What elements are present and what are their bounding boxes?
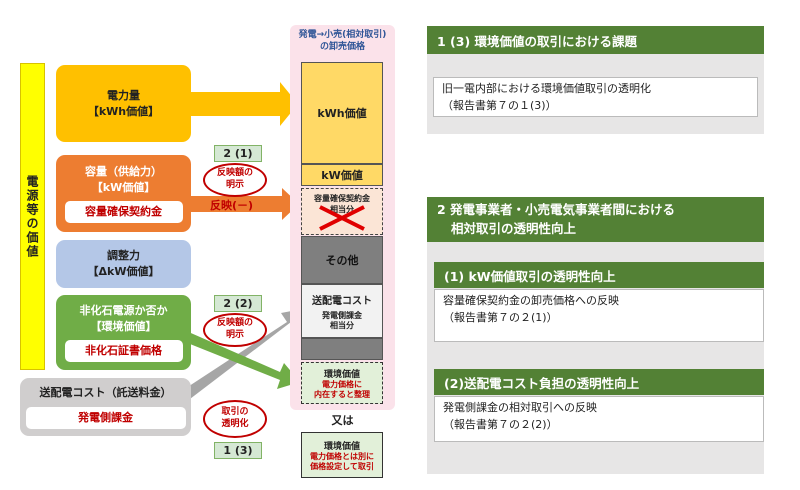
section2-title-line2: 相対取引の透明性向上 bbox=[451, 220, 577, 236]
env-arrow bbox=[180, 330, 300, 389]
segment-tx-sub-line1: 発電側課金 bbox=[322, 310, 362, 320]
oval-3-line2: 透明化 bbox=[221, 419, 249, 429]
segment-env-red-line2: 内在すると整理 bbox=[314, 389, 370, 399]
adjust-value-box: 調整力 【ΔkW価値】 bbox=[56, 240, 191, 288]
sub2-line2: （報告書第７の２(2)） bbox=[443, 417, 558, 431]
segment-tx-sub-line2: 相当分 bbox=[330, 320, 354, 330]
power-value-label: 電源等の価値 bbox=[20, 63, 45, 370]
env-pill: 非化石証書価格 bbox=[64, 340, 183, 363]
capacity-arrow bbox=[190, 188, 299, 220]
oval-transparency: 取引の 透明化 bbox=[203, 400, 267, 438]
segment-other: その他 bbox=[301, 236, 383, 284]
oval-3-line1: 取引の bbox=[221, 407, 249, 418]
section2-title: 2 発電事業者・小売電気事業者間における 相対取引の透明性向上 bbox=[427, 197, 764, 242]
env-label: 非化石電源か否か bbox=[79, 303, 168, 317]
segment-env-separate: 環境価値 電力価格とは別に 価格設定して取引 bbox=[301, 432, 383, 478]
segment-capacity: 容量確保契約金 相当分 bbox=[301, 188, 383, 235]
segment-kwh: kWh価値 bbox=[301, 62, 383, 164]
segment-kw: kW価値 bbox=[301, 164, 383, 186]
cross-mark-icon bbox=[319, 205, 365, 231]
oval-1-line2: 明示 bbox=[225, 180, 244, 190]
adjust-sub: 【ΔkW価値】 bbox=[87, 265, 160, 278]
or-label: 又は bbox=[331, 414, 354, 427]
kwh-label: 電力量 bbox=[107, 88, 140, 102]
segment-gray bbox=[301, 338, 383, 360]
sub1-line1: 容量確保契約金の卸売価格への反映 bbox=[443, 294, 619, 307]
sub2-line1: 発電側課金の相対取引への反映 bbox=[443, 401, 597, 414]
oval-2-line2: 明示 bbox=[225, 330, 244, 340]
segment-env2-red-line2: 価格設定して取引 bbox=[310, 461, 374, 471]
segment-env-red-line1: 電力価格に bbox=[322, 379, 362, 389]
capacity-sub: 【kW価値】 bbox=[91, 180, 156, 194]
transmission-pill: 発電側課金 bbox=[25, 407, 186, 429]
segment-env-title: 環境価値 bbox=[323, 369, 360, 380]
oval-2-line1: 反映額の bbox=[216, 318, 253, 329]
segment-tx-title: 送配電コスト bbox=[312, 295, 372, 307]
section1-line1: 旧一電内部における環境価値取引の透明化 bbox=[442, 82, 651, 95]
column-header-line2: の卸売価格 bbox=[319, 42, 365, 52]
column-header: 発電→小売(相対取引) の卸売価格 bbox=[290, 26, 395, 58]
reflect-minus-label: 反映(－) bbox=[210, 199, 254, 212]
oval-1-line1: 反映額の bbox=[216, 168, 253, 179]
oval-reflect-disclose-2: 反映額の 明示 bbox=[203, 313, 267, 347]
kwh-arrow bbox=[190, 82, 298, 126]
sub1-line2: （報告書第７の２(1)） bbox=[443, 310, 558, 324]
segment-capacity-line1: 容量確保契約金 bbox=[314, 194, 370, 203]
segment-transmission: 送配電コスト 発電側課金 相当分 bbox=[301, 284, 383, 338]
column-header-line1: 発電→小売(相対取引) bbox=[298, 30, 387, 41]
segment-tx-sub: 発電側課金 相当分 bbox=[322, 311, 362, 330]
adjust-label: 調整力 bbox=[107, 249, 140, 263]
transmission-box: 送配電コスト（託送料金） 発電側課金 bbox=[20, 378, 191, 436]
segment-env2-title: 環境価値 bbox=[323, 441, 360, 452]
subsection1-content: 容量確保契約金の卸売価格への反映 （報告書第７の２(1)） bbox=[434, 289, 764, 342]
transmission-label: 送配電コスト（託送料金） bbox=[39, 386, 172, 400]
subsection1-title: (1) kW価値取引の透明性向上 bbox=[434, 262, 764, 288]
section1-content: 旧一電内部における環境価値取引の透明化 （報告書第７の１(3)） bbox=[433, 77, 758, 117]
kwh-sub: 【kWh価値】 bbox=[87, 104, 160, 118]
section1-title: 1 (3) 環境価値の取引における課題 bbox=[427, 26, 764, 54]
kwh-value-box: 電力量 【kWh価値】 bbox=[56, 65, 191, 142]
subsection2-title: (2)送配電コスト負担の透明性向上 bbox=[434, 369, 764, 395]
section2-title-line1: 2 発電事業者・小売電気事業者間における bbox=[437, 201, 676, 217]
segment-env2-red-line1: 電力価格とは別に bbox=[310, 451, 374, 461]
tag-2-2: 2 (2) bbox=[214, 295, 262, 312]
tag-1-3: 1 (3) bbox=[214, 442, 262, 459]
segment-env: 環境価値 電力価格に 内在すると整理 bbox=[301, 362, 383, 404]
env-value-box: 非化石電源か否か 【環境価値】 非化石証書価格 bbox=[56, 295, 191, 370]
segment-capacity-line2: 相当分 bbox=[330, 205, 354, 214]
oval-reflect-disclose-1: 反映額の 明示 bbox=[203, 163, 267, 197]
tag-2-1: 2 (1) bbox=[214, 145, 262, 162]
capacity-label: 容量（供給力） bbox=[85, 164, 162, 178]
section1-line2: （報告書第７の１(3)） bbox=[442, 98, 557, 112]
capacity-pill: 容量確保契約金 bbox=[64, 201, 183, 224]
subsection2-content: 発電側課金の相対取引への反映 （報告書第７の２(2)） bbox=[434, 396, 764, 442]
env-sub: 【環境価値】 bbox=[90, 319, 157, 333]
capacity-value-box: 容量（供給力） 【kW価値】 容量確保契約金 bbox=[56, 155, 191, 232]
